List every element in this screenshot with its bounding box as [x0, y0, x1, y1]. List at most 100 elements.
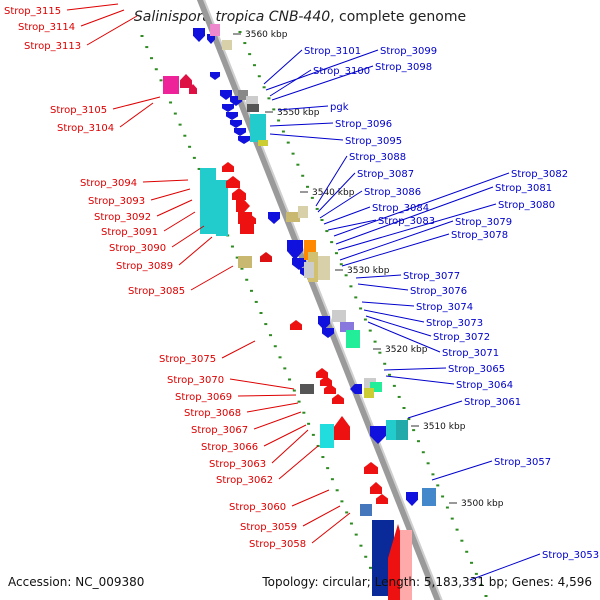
left-gene-label: Strop_3075 — [159, 354, 216, 365]
left-callout-line — [66, 3, 119, 11]
gene-feature-22 — [222, 162, 234, 172]
gene-feature-7 — [210, 72, 220, 80]
gene-feature-5 — [180, 74, 192, 88]
right-gene-label: Strop_3083 — [378, 216, 435, 227]
gene-feature-10 — [238, 90, 248, 100]
right-callout-line — [315, 155, 348, 207]
left-gene-label: Strop_3113 — [24, 41, 81, 52]
left-gene-label: Strop_3089 — [116, 261, 173, 272]
ruler-label: 3550 kbp — [277, 108, 320, 118]
gene-feature-19 — [258, 140, 268, 146]
gene-feature-12 — [222, 104, 234, 112]
left-gene-label: Strop_3063 — [209, 459, 266, 470]
right-gene-label: Strop_3077 — [403, 271, 460, 282]
gene-feature-61 — [396, 420, 408, 440]
gene-feature-57 — [320, 424, 334, 448]
gene-feature-32 — [298, 206, 308, 218]
right-gene-label: Strop_3099 — [380, 46, 437, 57]
left-label-group: Strop_3115Strop_3114Strop_3113Strop_3105… — [4, 3, 351, 550]
gene-feature-46 — [340, 322, 354, 332]
gene-feature-23 — [226, 176, 240, 188]
left-gene-label: Strop_3085 — [128, 286, 185, 297]
gene-feature-8 — [220, 90, 232, 100]
gene-feature-49 — [316, 368, 328, 378]
right-callout-line — [323, 206, 371, 225]
right-callout-line — [365, 315, 432, 337]
gene-feature-33 — [238, 256, 252, 268]
accession-text: Accession: NC_009380 — [8, 575, 145, 589]
right-callout-line — [269, 69, 312, 97]
gene-feature-45 — [332, 310, 346, 322]
right-gene-label: Strop_3064 — [456, 380, 513, 391]
gene-feature-3 — [222, 40, 232, 50]
right-callout-line — [277, 105, 329, 111]
right-gene-label: Strop_3095 — [345, 136, 402, 147]
ruler-label: 3500 kbp — [461, 499, 504, 509]
left-gene-label: Strop_3060 — [229, 502, 286, 513]
gene-feature-56 — [364, 388, 374, 398]
left-gene-label: Strop_3067 — [191, 425, 248, 436]
left-callout-line — [80, 9, 125, 27]
left-callout-line — [311, 512, 351, 544]
left-gene-label: Strop_3070 — [167, 375, 224, 386]
gene-feature-52 — [332, 394, 344, 404]
left-gene-label: Strop_3092 — [94, 212, 151, 223]
right-callout-line — [333, 172, 510, 237]
right-callout-line — [339, 220, 454, 261]
left-gene-label: Strop_3114 — [18, 22, 75, 33]
gene-feature-24 — [232, 188, 246, 200]
right-callout-line — [363, 309, 425, 323]
right-gene-label: Strop_3087 — [357, 169, 414, 180]
ruler-label: 3540 kbp — [312, 188, 355, 198]
gene-feature-47 — [346, 330, 360, 348]
right-gene-label: Strop_3082 — [511, 169, 568, 180]
right-callout-line — [383, 367, 447, 371]
gene-feature-16 — [238, 136, 250, 144]
right-callout-line — [407, 400, 463, 419]
right-gene-label: Strop_3084 — [372, 203, 429, 214]
right-gene-label: Strop_3101 — [304, 46, 361, 57]
right-gene-label: Strop_3072 — [433, 332, 490, 343]
gene-feature-21 — [216, 180, 228, 236]
right-callout-line — [317, 172, 356, 213]
gene-feature-48 — [300, 384, 314, 394]
left-callout-line — [263, 424, 307, 447]
right-callout-line — [269, 122, 334, 127]
right-gene-label: Strop_3079 — [455, 217, 512, 228]
right-gene-label: Strop_3096 — [335, 119, 392, 130]
ruler-label: 3530 kbp — [347, 266, 390, 276]
gene-feature-13 — [226, 112, 238, 120]
gene-feature-41 — [304, 262, 314, 278]
gene-feature-44 — [322, 328, 334, 338]
left-gene-label: Strop_3062 — [216, 475, 273, 486]
right-callout-line — [357, 283, 409, 291]
left-callout-line — [171, 225, 205, 248]
left-gene-label: Strop_3115 — [4, 6, 61, 17]
left-gene-label: Strop_3058 — [249, 539, 306, 550]
left-callout-line — [112, 96, 161, 110]
left-callout-line — [302, 505, 341, 527]
right-gene-label: Strop_3057 — [494, 457, 551, 468]
gene-feature-18 — [250, 114, 266, 142]
right-callout-line — [263, 49, 303, 85]
left-gene-label: Strop_3091 — [101, 227, 158, 238]
right-gene-label: pgk — [330, 102, 349, 113]
left-callout-line — [291, 489, 330, 507]
gene-feature-40 — [318, 256, 330, 280]
left-callout-line — [190, 265, 234, 291]
left-gene-label: Strop_3066 — [201, 442, 258, 453]
left-gene-label: Strop_3093 — [88, 196, 145, 207]
right-gene-label: Strop_3065 — [448, 364, 505, 375]
left-callout-line — [178, 236, 213, 266]
gene-feature-6 — [189, 84, 197, 94]
gene-feature-66 — [422, 488, 436, 506]
right-callout-line — [367, 321, 441, 353]
gene-feature-65 — [406, 492, 418, 506]
left-gene-label: Strop_3105 — [50, 105, 107, 116]
left-gene-label: Strop_3059 — [240, 522, 297, 533]
gene-feature-30 — [268, 212, 280, 224]
left-gene-label: Strop_3094 — [80, 178, 137, 189]
left-callout-line — [229, 378, 295, 390]
right-callout-line — [361, 301, 415, 307]
